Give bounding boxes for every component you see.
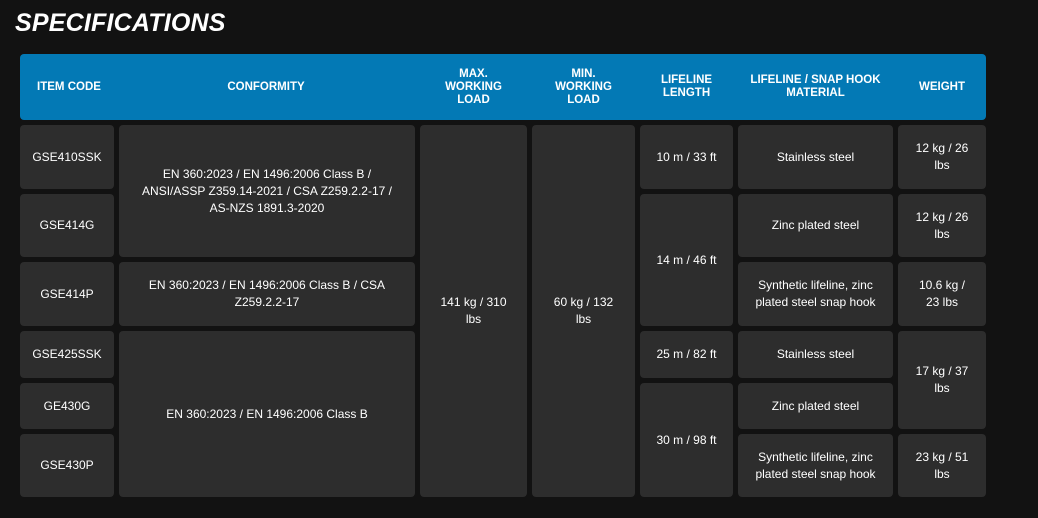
- item-code-cell: GSE425SSK: [20, 331, 114, 378]
- material-cell: Synthetic lifeline, zinc plated steel sn…: [738, 434, 893, 497]
- lifeline-length-cell: 10 m / 33 ft: [640, 125, 733, 189]
- material-cell: Stainless steel: [738, 331, 893, 378]
- header-min-working-load: MIN. WORKING LOAD: [555, 67, 612, 106]
- lifeline-length-cell: 14 m / 46 ft: [640, 194, 733, 326]
- header-lifeline-length: LIFELINE LENGTH: [660, 74, 713, 99]
- max-working-load-cell: 141 kg / 310 lbs: [420, 125, 527, 497]
- lifeline-length-cell: 30 m / 98 ft: [640, 383, 733, 497]
- item-code-cell: GSE414G: [20, 194, 114, 257]
- header-item-code: ITEM CODE: [37, 80, 101, 93]
- page-title: SPECIFICATIONS: [15, 9, 226, 37]
- weight-cell: 12 kg / 26 lbs: [898, 125, 986, 189]
- conformity-cell: EN 360:2023 / EN 1496:2006 Class B / CSA…: [119, 262, 415, 326]
- header-conformity: CONFORMITY: [227, 80, 305, 93]
- weight-cell: 17 kg / 37 lbs: [898, 331, 986, 429]
- item-code-cell: GSE430P: [20, 434, 114, 497]
- weight-cell: 23 kg / 51 lbs: [898, 434, 986, 497]
- material-cell: Zinc plated steel: [738, 383, 893, 429]
- table-header: ITEM CODE CONFORMITY MAX. WORKING LOAD M…: [20, 54, 986, 120]
- material-cell: Stainless steel: [738, 125, 893, 189]
- lifeline-length-cell: 25 m / 82 ft: [640, 331, 733, 378]
- conformity-cell: EN 360:2023 / EN 1496:2006 Class B / ANS…: [119, 125, 415, 257]
- header-max-working-load: MAX. WORKING LOAD: [445, 67, 502, 106]
- material-cell: Zinc plated steel: [738, 194, 893, 257]
- item-code-cell: GE430G: [20, 383, 114, 429]
- conformity-cell: EN 360:2023 / EN 1496:2006 Class B: [119, 331, 415, 497]
- weight-cell: 12 kg / 26 lbs: [898, 194, 986, 257]
- header-weight: WEIGHT: [919, 80, 965, 93]
- min-working-load-cell: 60 kg / 132 lbs: [532, 125, 635, 497]
- header-material: LIFELINE / SNAP HOOK MATERIAL: [750, 74, 881, 99]
- weight-cell: 10.6 kg / 23 lbs: [898, 262, 986, 326]
- item-code-cell: GSE410SSK: [20, 125, 114, 189]
- material-cell: Synthetic lifeline, zinc plated steel sn…: [738, 262, 893, 326]
- item-code-cell: GSE414P: [20, 262, 114, 326]
